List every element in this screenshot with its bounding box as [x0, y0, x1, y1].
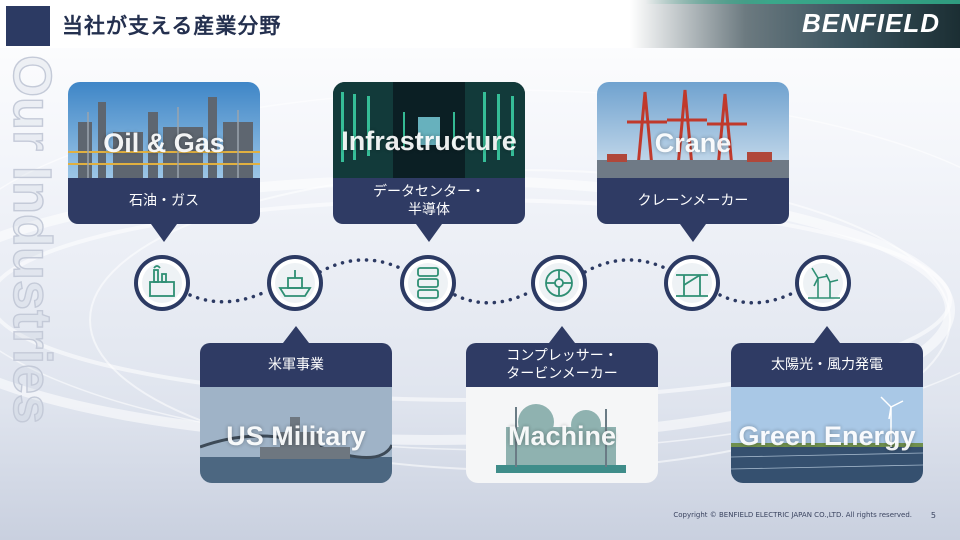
wind-turbine-icon [795, 255, 851, 311]
header-accent-line [645, 0, 960, 4]
oil-gas-label: 石油・ガス [68, 178, 260, 224]
crane-icon [664, 255, 720, 311]
crane-photo [597, 82, 789, 178]
infrastructure-pointer [416, 224, 442, 242]
page-title: 当社が支える産業分野 [62, 14, 282, 38]
green-energy-label: 太陽光・風力発電 [731, 343, 923, 387]
copyright-text: Copyright © BENFIELD ELECTRIC JAPAN CO.,… [673, 511, 912, 519]
green-energy-pointer [814, 326, 840, 343]
crane-label: クレーンメーカー [597, 178, 789, 224]
oil-gas-photo [68, 82, 260, 178]
machine-photo [466, 387, 658, 483]
server-icon [400, 255, 456, 311]
crane-photo-label: Crane [654, 128, 732, 158]
ship-icon [267, 255, 323, 311]
factory-icon [134, 255, 190, 311]
side-text: Our Industries [2, 55, 62, 424]
page-number: 5 [930, 511, 936, 520]
green-energy-photo [731, 387, 923, 483]
oil-gas-pointer [151, 224, 177, 242]
header-square [6, 6, 50, 46]
header-gradient [630, 0, 960, 48]
us-military-photo [200, 387, 392, 483]
infrastructure-label-line1: データセンター・ [373, 184, 485, 200]
us-military-pointer [283, 326, 309, 343]
green-energy-photo-label: Green Energy [738, 421, 916, 451]
machine-pointer [549, 326, 575, 343]
crane-pointer [680, 224, 706, 242]
machine-label-line2: タービンメーカー [506, 366, 618, 382]
machine-label-line1: コンプレッサー・ [506, 348, 618, 364]
machine-label: コンプレッサー・ タービンメーカー [466, 343, 658, 387]
infrastructure-label-line2: 半導体 [408, 202, 450, 218]
side-watermark: Our Industries [1, 54, 62, 424]
infrastructure-photo [333, 82, 525, 178]
us-military-photo-label: US Military [226, 421, 366, 451]
oil-gas-photo-label: Oil & Gas [103, 128, 225, 158]
us-military-label: 米軍事業 [200, 343, 392, 387]
infrastructure-label: データセンター・ 半導体 [333, 178, 525, 224]
turbine-icon [531, 255, 587, 311]
machine-photo-label: Machine [507, 421, 617, 451]
infrastructure-photo-label: Infrastructure [341, 126, 517, 156]
company-logo: BENFIELD [802, 8, 940, 38]
